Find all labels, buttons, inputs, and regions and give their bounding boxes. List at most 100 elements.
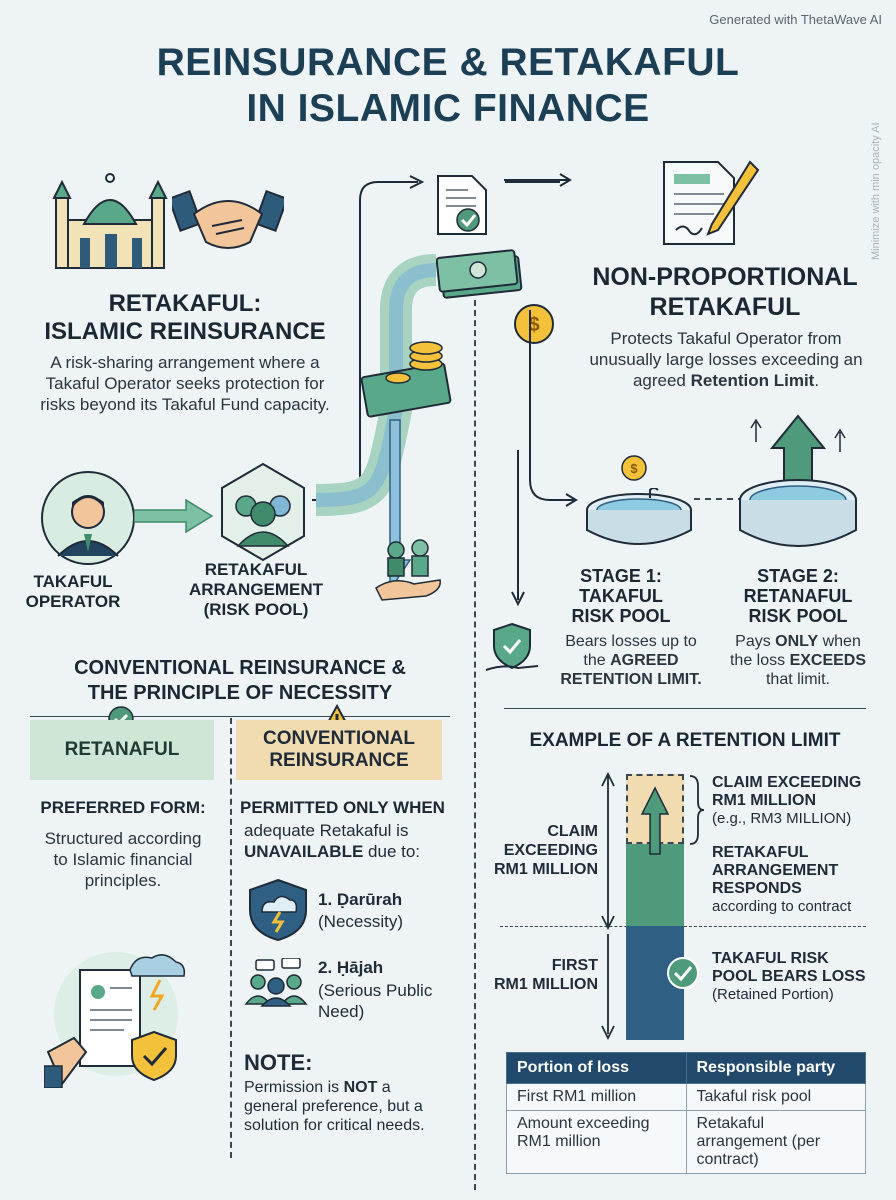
retained-check-icon [667, 957, 699, 989]
responds-note-line-3: RESPONDS [712, 880, 802, 897]
retained-note-line-2: POOL BEARS LOSS [712, 968, 866, 985]
hajah-title: 2. Ḥājah [318, 958, 384, 977]
stage2-title-line-1: STAGE 2: [757, 566, 839, 586]
operator-label-line-2: OPERATOR [25, 592, 121, 611]
operator-avatar-icon [41, 471, 135, 565]
conventional-heading: CONVENTIONAL REINSURANCE & THE PRINCIPLE… [40, 656, 440, 706]
stage2-desc-bold-1: ONLY [775, 633, 819, 650]
conventional-band-line-1: CONVENTIONAL [263, 728, 415, 749]
note-title: NOTE: [244, 1050, 313, 1075]
preferred-description: Structured according to Islamic financia… [44, 829, 202, 890]
stage2-desc-text-1: Pays [735, 633, 776, 650]
table-row: First RM1 million Takaful risk pool [506, 1083, 866, 1111]
conventional-column-divider [230, 718, 232, 1158]
responsibility-table: Portion of loss Responsible party First … [506, 1052, 866, 1174]
conventional-band: CONVENTIONAL REINSURANCE [236, 720, 442, 780]
conventional-heading-line-1: CONVENTIONAL REINSURANCE & [74, 657, 406, 679]
money-coins-icon [360, 341, 452, 418]
people-hand-icon [375, 539, 441, 601]
stage1-desc-bold: AGREED RETENTION LIMIT. [560, 652, 702, 688]
bar-retakaful-segment [626, 844, 684, 926]
excess-brace [689, 775, 705, 845]
non-proportional-heading-line-2: RETAKAFUL [649, 293, 801, 321]
contract-pen-icon [663, 160, 760, 245]
note-text-2: a general preference, but a solution for… [244, 1079, 425, 1134]
coin-dollar-icon: $ [514, 304, 554, 344]
stage1-title: STAGE 1: TAKAFUL RISK POOL [556, 566, 686, 626]
retakaful-heading-line-1: RETAKAFUL: [108, 290, 262, 317]
non-proportional-heading-line-1: NON-PROPORTIONAL [592, 263, 858, 291]
stage2-desc-text-2: when the loss [729, 633, 861, 669]
table-row: Amount exceeding RM1 million Retakaful a… [506, 1110, 866, 1174]
stage-connector [694, 498, 744, 500]
note-bold: NOT [343, 1079, 378, 1096]
bar-up-arrow-icon [640, 786, 670, 855]
retakaful-heading: RETAKAFUL: ISLAMIC REINSURANCE [40, 290, 330, 346]
operator-label: TAKAFUL OPERATOR [18, 572, 128, 612]
table-cell: Retakaful arrangement (per contract) [685, 1110, 866, 1174]
shield-check-hand-icon [485, 622, 539, 671]
stage1-title-line-3: RISK POOL [571, 606, 671, 626]
np-desc-text: Protects Takaful Operator from unusually… [589, 329, 863, 390]
claim-label-line-2: EXCEEDING [503, 842, 598, 859]
note-text-1: Permission is [244, 1079, 344, 1096]
permitted-desc-bold: UNAVAILABLE [244, 842, 364, 861]
stage1-title-line-2: TAKAFUL [579, 586, 663, 606]
stage-flow-arrows [511, 310, 578, 607]
stage1-coin-icon: $ [621, 455, 647, 481]
stage1-pool-icon [586, 488, 692, 545]
public-group-icon [244, 958, 308, 1007]
excess-note-line-1: CLAIM EXCEEDING [712, 774, 862, 791]
arrow-right-icon [134, 498, 214, 534]
table-cell: First RM1 million [506, 1083, 687, 1111]
stage2-title-line-3: RISK POOL [748, 606, 848, 626]
arrangement-label-line-1: RETAKAFUL [204, 560, 308, 579]
retakaful-heading-line-2: ISLAMIC REINSURANCE [44, 318, 326, 345]
np-desc-end: . [814, 371, 820, 390]
retanaful-band: RETANAFUL [30, 720, 214, 780]
responds-note-line-1: RETAKAFUL [712, 844, 809, 861]
handshake-icon [172, 189, 284, 249]
arrow-to-document-icon [504, 173, 572, 187]
first-million-label: FIRST RM1 MILLION [480, 956, 598, 994]
np-desc-bold: Retention Limit [690, 371, 815, 390]
watermark: Generated with ThetaWave AI [709, 12, 882, 27]
conventional-heading-line-2: THE PRINCIPLE OF NECESSITY [87, 682, 393, 704]
arrangement-label-line-3: (RISK POOL) [203, 600, 309, 619]
darurah-title: 1. Ḍarūrah [318, 890, 403, 909]
retained-note-line-1: TAKAFUL RISK [712, 950, 829, 967]
darurah-subtitle: (Necessity) [318, 912, 404, 931]
arrangement-label: RETAKAFUL ARRANGEMENT (RISK POOL) [186, 560, 326, 620]
stage2-pool-arrow-icon [739, 414, 857, 547]
excess-note: CLAIM EXCEEDING RM1 MILLION (e.g., RM3 M… [712, 774, 886, 828]
table-header-portion: Portion of loss [506, 1052, 687, 1084]
cash-stack-icon [436, 249, 523, 299]
retakaful-description: A risk-sharing arrangement where a Takaf… [40, 353, 330, 414]
stage2-description: Pays ONLY when the loss EXCEEDS that lim… [726, 632, 870, 689]
stage2-title: STAGE 2: RETANAFUL RISK POOL [728, 566, 868, 626]
excess-note-line-2: RM1 MILLION [712, 792, 816, 809]
preferred-title: PREFERRED FORM: [40, 798, 206, 817]
retention-top-rule [504, 708, 866, 709]
table-header-row: Portion of loss Responsible party [506, 1052, 866, 1084]
svg-text:$: $ [630, 461, 638, 476]
stage1-title-line-1: STAGE 1: [580, 566, 662, 586]
document-check-icon [437, 175, 487, 235]
conventional-top-rule [30, 716, 450, 717]
permitted-description: adequate Retakaful is UNAVAILABLE due to… [244, 820, 444, 862]
stage2-desc-text-3: that limit. [765, 671, 830, 688]
mosque-icon [52, 173, 168, 269]
first-label-line-1: FIRST [551, 957, 598, 974]
stage2-title-line-2: RETANAFUL [743, 586, 853, 606]
responds-note-sub: according to contract [712, 898, 852, 915]
stage2-desc-bold-2: EXCEEDS [789, 652, 867, 669]
svg-text:$: $ [528, 314, 539, 336]
conventional-band-line-2: REINSURANCE [269, 750, 409, 771]
non-proportional-heading: NON-PROPORTIONAL RETAKAFUL [560, 262, 890, 322]
permitted-desc-text: adequate Retakaful is [244, 821, 409, 840]
page-title: REINSURANCE & RETAKAFUL IN ISLAMIC FINAN… [0, 40, 896, 132]
permitted-title: PERMITTED ONLY WHEN [240, 798, 445, 817]
excess-note-sub: (e.g., RM3 MILLION) [712, 810, 852, 827]
first-label-line-2: RM1 MILLION [494, 976, 598, 993]
risk-pool-group-icon [221, 462, 305, 562]
